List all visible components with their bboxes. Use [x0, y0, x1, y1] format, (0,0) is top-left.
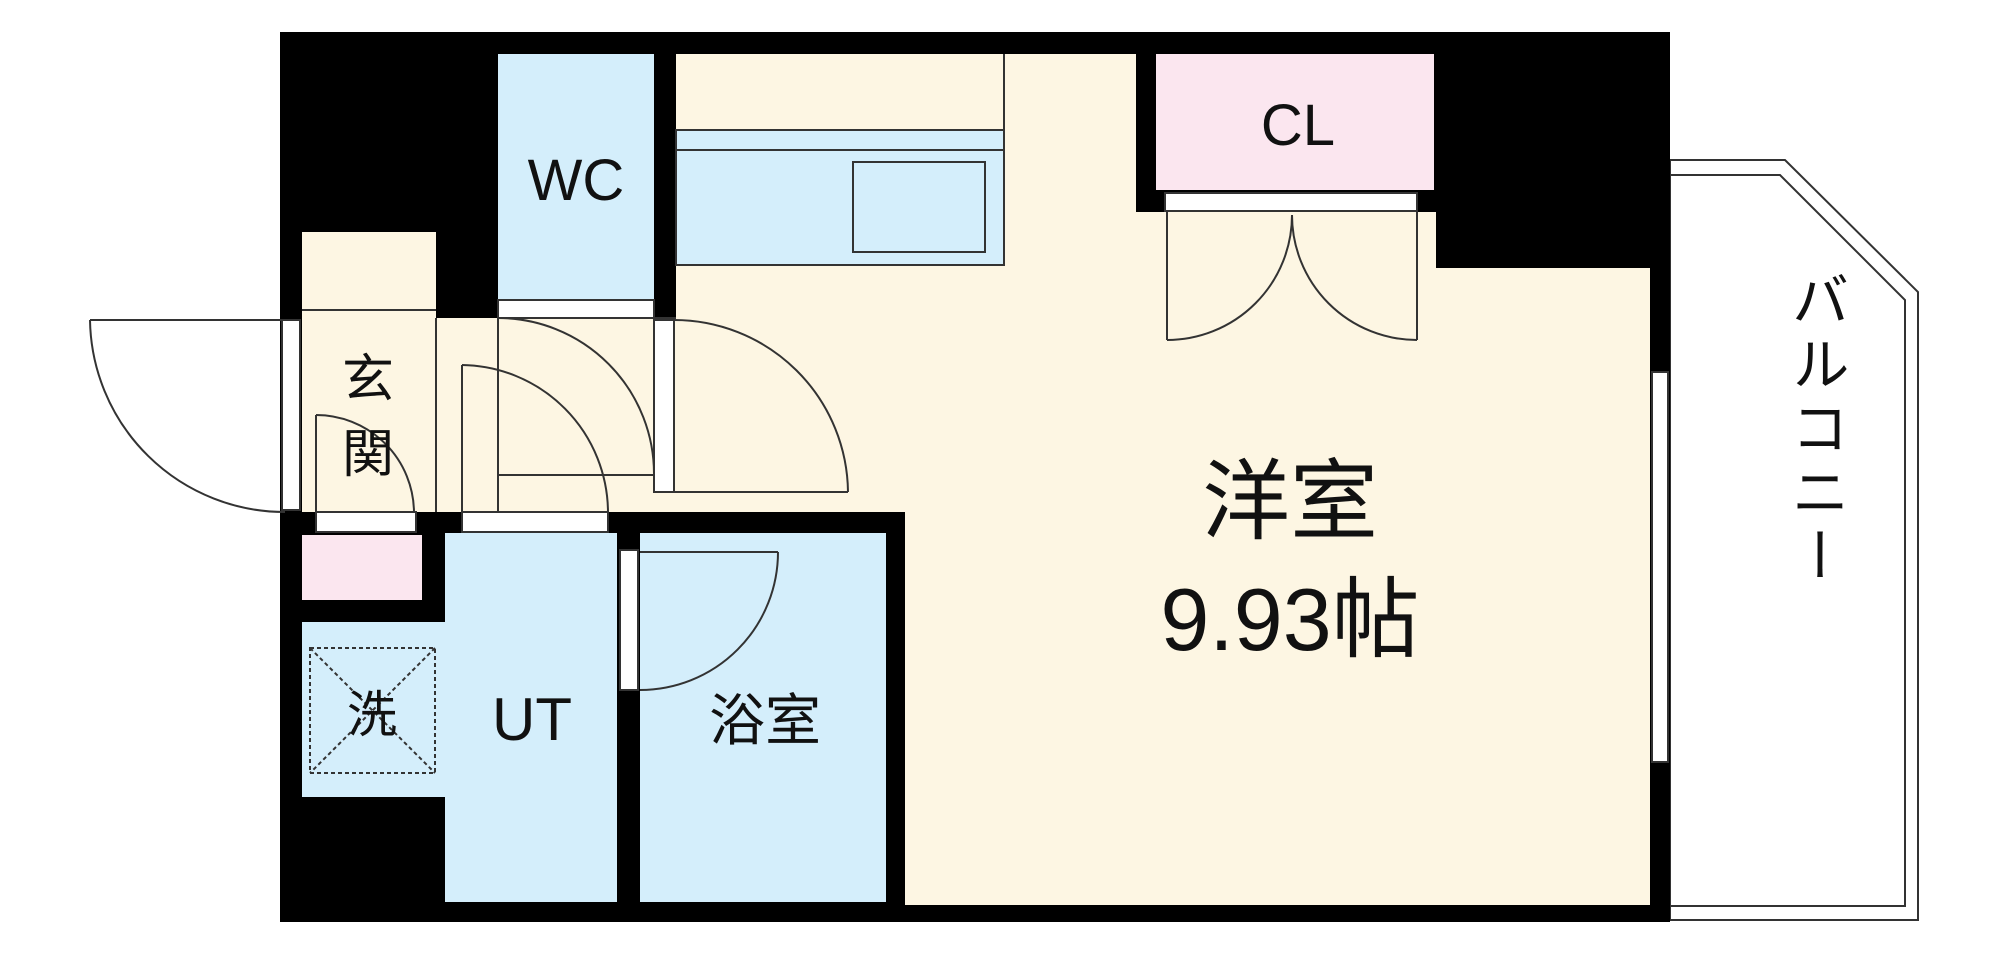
bathroom-room	[640, 533, 886, 902]
washer-label: 洗	[347, 687, 397, 743]
door-sills	[315, 192, 1669, 763]
kitchen-counter	[675, 54, 1005, 266]
bathroom-label: 浴室	[709, 689, 821, 752]
ut-label: UT	[492, 686, 572, 753]
western-room-size: 9.93帖	[1160, 570, 1419, 669]
corridor-floor	[436, 318, 676, 512]
closet-room	[1156, 54, 1434, 190]
balcony-label: バルコニー	[1783, 270, 1848, 590]
western-room-name: 洋室	[1202, 452, 1378, 551]
entrance-label: 玄 関	[342, 351, 394, 484]
ut-room	[302, 533, 617, 902]
shoe-cabinet	[302, 535, 422, 600]
wc-room	[498, 54, 654, 300]
wc-label: WC	[528, 148, 625, 213]
svg-text:玄: 玄	[342, 351, 394, 409]
closet-label: CL	[1261, 93, 1335, 158]
entrance-floor	[302, 232, 436, 512]
western-room-floor	[676, 54, 1650, 905]
svg-text:関: 関	[342, 426, 394, 484]
door-swings	[315, 211, 1418, 691]
entrance-door[interactable]	[89, 319, 301, 513]
washer-pan	[309, 647, 436, 774]
